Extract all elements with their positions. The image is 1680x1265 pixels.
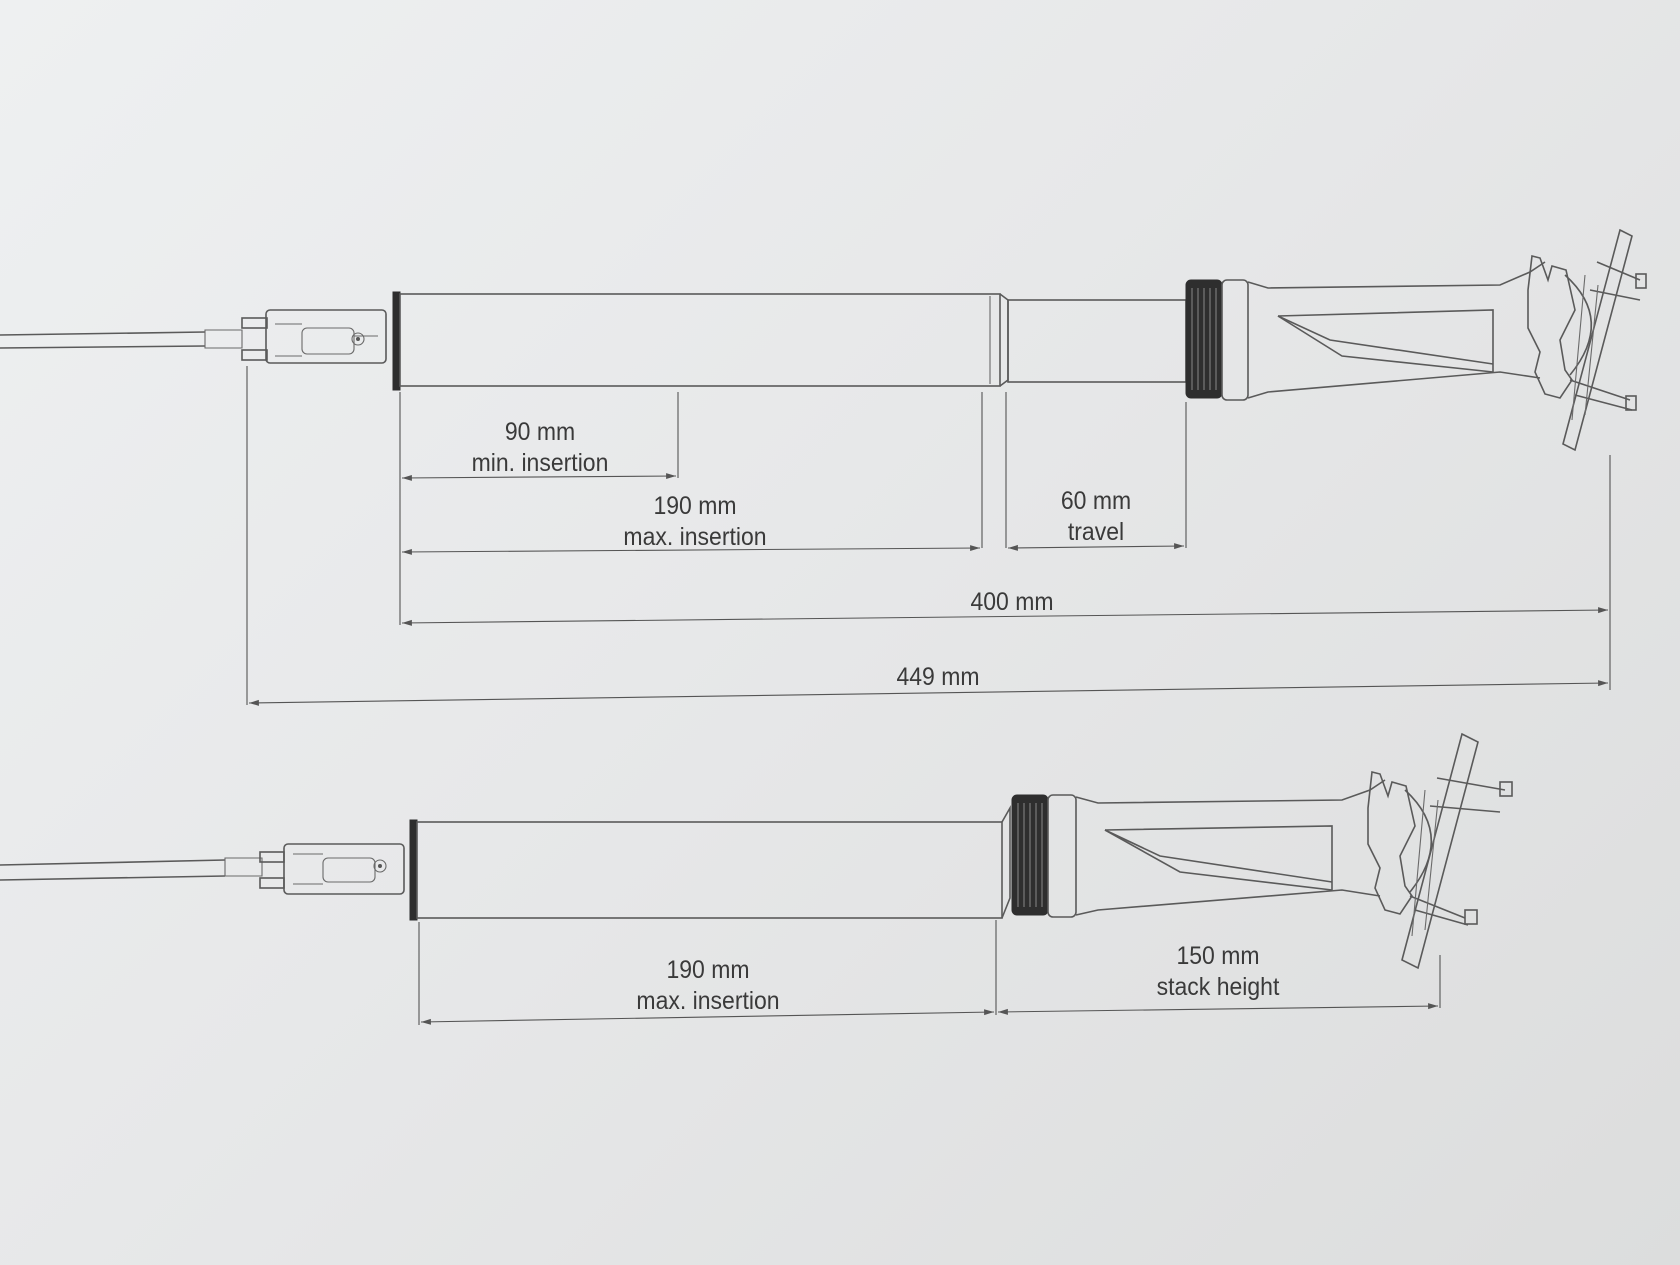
cable-bottom xyxy=(0,857,263,881)
min-insertion-label: 90 mm min. insertion xyxy=(472,417,609,479)
total-length-value: 449 mm xyxy=(896,663,980,691)
stanchion-top xyxy=(1007,299,1187,383)
length-400-label: 400 mm xyxy=(970,587,1053,618)
collar-bottom xyxy=(1011,794,1077,918)
actuator-head-bottom xyxy=(259,843,405,895)
max-insertion-value-top: 190 mm xyxy=(653,492,737,520)
cable-top xyxy=(0,329,243,349)
travel-text: travel xyxy=(1067,518,1125,546)
length-400-value: 400 mm xyxy=(970,588,1054,616)
max-insertion-label-bottom: 190 mm max. insertion xyxy=(636,955,779,1017)
dimension-lines-bottom xyxy=(418,920,1441,1025)
post-head-bottom xyxy=(1075,779,1386,916)
travel-label: 60 mm travel xyxy=(1061,486,1131,548)
compressed-seatpost xyxy=(0,732,1513,1025)
collar-top xyxy=(1185,279,1249,401)
max-insertion-text-bottom: max. insertion xyxy=(636,987,780,1015)
travel-value: 60 mm xyxy=(1060,487,1132,515)
extended-seatpost xyxy=(0,228,1647,706)
min-insertion-value: 90 mm xyxy=(504,418,576,446)
max-insertion-value-bottom: 190 mm xyxy=(666,956,750,984)
saddle-clamp-bottom xyxy=(1367,732,1513,970)
dimension-lines-top xyxy=(246,366,1611,706)
stack-height-label: 150 mm stack height xyxy=(1157,941,1280,1003)
post-head-top xyxy=(1247,261,1546,399)
actuator-head-top xyxy=(241,309,387,364)
stack-height-text: stack height xyxy=(1156,973,1280,1001)
max-insertion-text-top: max. insertion xyxy=(623,523,767,551)
max-insertion-label-top: 190 mm max. insertion xyxy=(623,491,766,553)
min-insertion-text: min. insertion xyxy=(471,449,609,477)
saddle-clamp-top xyxy=(1527,228,1647,452)
lower-tube-top xyxy=(392,291,1009,391)
stack-height-value: 150 mm xyxy=(1176,942,1260,970)
lower-tube-bottom xyxy=(409,804,1011,921)
total-length-label: 449 mm xyxy=(896,662,979,693)
